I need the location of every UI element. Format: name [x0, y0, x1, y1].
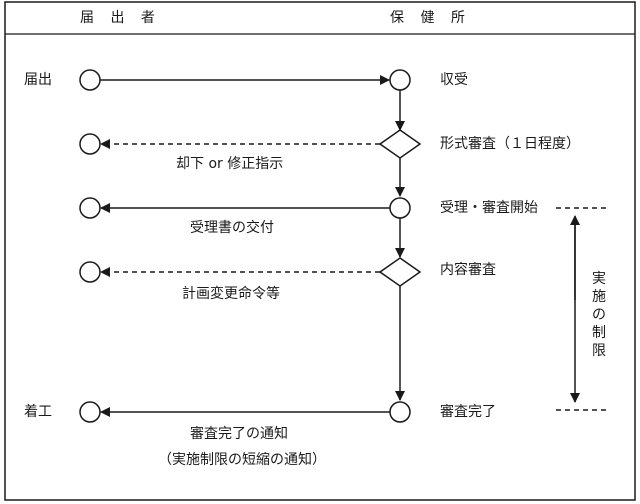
node-left-change-order	[79, 261, 101, 283]
restriction-char-3: 制	[592, 325, 606, 341]
outer-frame	[4, 1, 636, 501]
label-reject: 却下 or 修正指示	[176, 156, 283, 172]
label-start-work: 着工	[24, 404, 52, 420]
label-receive: 収受	[440, 72, 468, 88]
node-left-acceptance	[79, 197, 101, 219]
label-notify: 届出	[24, 72, 52, 88]
node-right-content-review	[378, 257, 422, 287]
node-right-review-done	[389, 401, 411, 423]
node-right-formal-review	[378, 129, 422, 159]
restriction-char-4: 限	[592, 343, 606, 359]
restriction-char-1: 施	[592, 289, 606, 305]
restriction-char-2: の	[592, 307, 606, 323]
header-health-center: 保 健 所	[390, 10, 471, 26]
label-completion-notice: 審査完了の通知	[190, 425, 288, 442]
label-content-review: 内容審査	[440, 261, 496, 278]
node-right-accept-review	[389, 197, 411, 219]
label-formal-review: 形式審査（１日程度）	[440, 136, 580, 152]
label-change-order: 計画変更命令等	[182, 285, 280, 302]
restriction-char-0: 実	[592, 271, 606, 287]
label-acceptance-doc: 受理書の交付	[190, 219, 274, 236]
label-review-done: 審査完了	[440, 404, 496, 420]
node-left-start-work	[79, 401, 101, 423]
node-left-notify	[79, 69, 101, 91]
node-right-receive	[389, 69, 411, 91]
label-accept-review: 受理・審査開始	[440, 200, 538, 216]
label-completion-notice-sub: （実施制限の短縮の通知）	[158, 451, 326, 468]
header-notifier: 届 出 者	[80, 10, 161, 26]
restriction-label: 実 施 の 制 限	[592, 271, 606, 359]
node-left-reject	[79, 133, 101, 155]
